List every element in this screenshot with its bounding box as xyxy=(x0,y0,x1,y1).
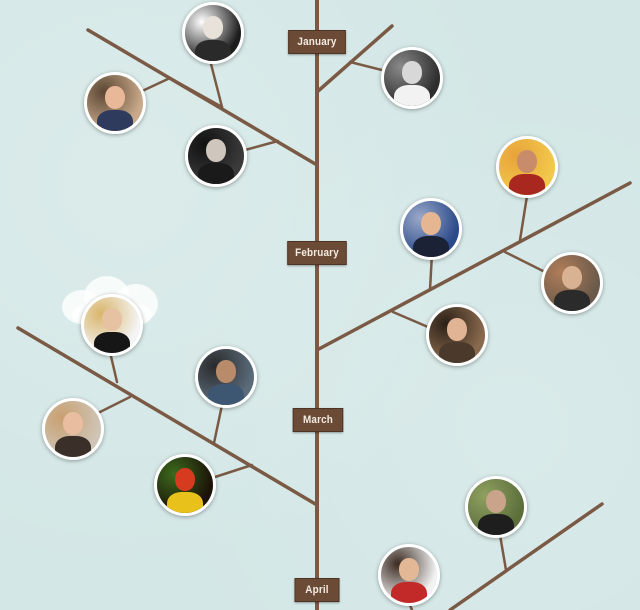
branch-jan-right xyxy=(315,24,394,94)
portrait-woman-red[interactable] xyxy=(378,544,440,606)
portrait-podium-speaker[interactable] xyxy=(400,198,462,260)
twig xyxy=(98,395,132,414)
portrait-blonde-person[interactable] xyxy=(81,294,143,356)
twig xyxy=(108,350,119,384)
portrait-face xyxy=(421,212,441,235)
portrait-man-with-chimp[interactable] xyxy=(426,304,488,366)
portrait-body xyxy=(478,513,514,535)
month-label-february[interactable]: February xyxy=(287,241,347,265)
portrait-face xyxy=(102,308,122,331)
portrait-body xyxy=(94,331,130,353)
twig xyxy=(210,463,254,480)
portrait-old-man-green[interactable] xyxy=(465,476,527,538)
portrait-denim-man[interactable] xyxy=(195,346,257,408)
portrait-face xyxy=(517,150,537,173)
portrait-face xyxy=(216,360,236,383)
portrait-abstract-art[interactable] xyxy=(154,454,216,516)
portrait-face xyxy=(486,490,506,513)
portrait-body xyxy=(554,289,590,311)
twig xyxy=(391,310,430,329)
portrait-curly-hair-man[interactable] xyxy=(185,125,247,187)
portrait-face xyxy=(203,16,223,39)
portrait-body xyxy=(167,491,203,513)
twig xyxy=(243,139,280,152)
portrait-bw-figure[interactable] xyxy=(381,47,443,109)
portrait-body xyxy=(391,581,427,603)
portrait-smiling-woman[interactable] xyxy=(42,398,104,460)
twig xyxy=(208,58,224,109)
branch-apr-right xyxy=(448,502,604,610)
twig xyxy=(498,533,508,572)
portrait-body xyxy=(394,84,430,106)
month-label-january[interactable]: January xyxy=(288,30,346,54)
twig xyxy=(168,76,224,109)
portrait-body xyxy=(208,383,244,405)
portrait-face xyxy=(562,266,582,289)
portrait-face xyxy=(206,139,226,162)
twig xyxy=(138,76,172,94)
portrait-body xyxy=(413,235,449,257)
twig xyxy=(518,194,529,242)
twig xyxy=(212,403,224,445)
portrait-body xyxy=(439,341,475,363)
portrait-face xyxy=(175,468,195,491)
portrait-glasses-man[interactable] xyxy=(84,72,146,134)
portrait-monk-orange[interactable] xyxy=(496,136,558,198)
portrait-face xyxy=(447,318,467,341)
month-label-april[interactable]: April xyxy=(294,578,340,602)
branch-feb-right xyxy=(315,181,632,352)
portrait-body xyxy=(195,39,231,61)
portrait-face xyxy=(105,86,125,109)
portrait-face xyxy=(402,61,422,84)
twig xyxy=(503,250,547,274)
branch-mar-left xyxy=(16,326,319,507)
portrait-body xyxy=(198,162,234,184)
portrait-performer-stage[interactable] xyxy=(182,2,244,64)
month-label-march[interactable]: March xyxy=(292,408,344,432)
portrait-body xyxy=(55,435,91,457)
portrait-body xyxy=(509,173,545,195)
portrait-body xyxy=(97,109,133,131)
twig xyxy=(348,60,384,72)
portrait-group-photo[interactable] xyxy=(541,252,603,314)
portrait-face xyxy=(63,412,83,435)
portrait-face xyxy=(399,558,419,581)
